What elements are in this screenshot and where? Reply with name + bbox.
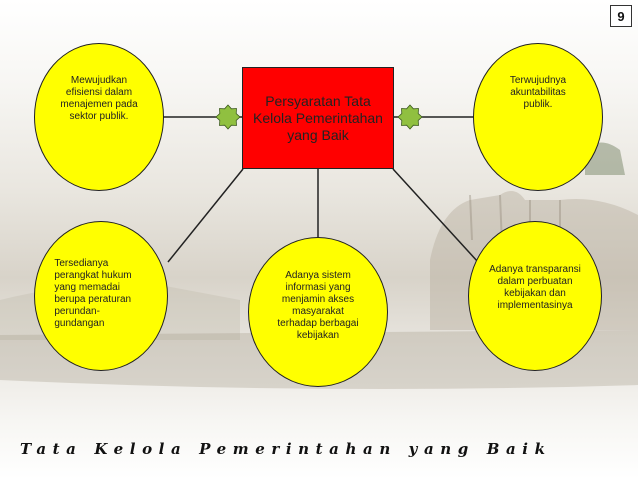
star-node-right [397,104,423,130]
center-box: Persyaratan Tata Kelola Pemerintahan yan… [242,67,394,169]
circle-transparansi: Adanya transparansi dalam perbuatan kebi… [468,221,602,371]
circle-efisiensi-text: Mewujudkan efisiensi dalam menajemen pad… [60,75,138,122]
circle-akuntabilitas: Terwujudnya akuntabilitas publik. [473,43,603,191]
circle-sistem-informasi-text: Adanya sistem informasi yang menjamin ak… [277,270,359,341]
center-title: Persyaratan Tata Kelola Pemerintahan yan… [253,92,383,143]
circle-perangkat-hukum-text: Tersedianya perangkat hukum yang memadai… [54,258,132,329]
circle-efisiensi: Mewujudkan efisiensi dalam menajemen pad… [34,43,164,191]
circle-perangkat-hukum: Tersedianya perangkat hukum yang memadai… [34,221,168,371]
circle-sistem-informasi: Adanya sistem informasi yang menjamin ak… [248,237,388,387]
footer-title: Tata Kelola Pemerintahan yang Baik [20,440,552,458]
connector-mid-left [167,168,244,263]
page-number-badge: 9 [610,5,632,27]
connector-mid-right [392,168,479,263]
circle-transparansi-text: Adanya transparansi dalam perbuatan kebi… [489,264,581,311]
circle-akuntabilitas-text: Terwujudnya akuntabilitas publik. [509,75,567,110]
star-node-left [215,104,241,130]
